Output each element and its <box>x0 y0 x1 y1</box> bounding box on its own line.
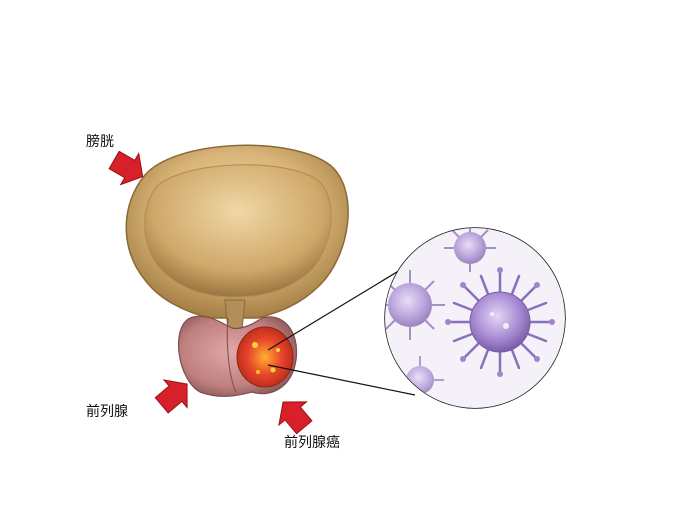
virus-cell-icon <box>445 267 555 377</box>
prostate-cancer-label: 前列腺癌 <box>284 435 340 451</box>
bladder-shape <box>125 144 349 331</box>
prostate-label: 前列腺 <box>86 404 128 420</box>
bladder-label: 膀胱 <box>86 134 114 150</box>
zoom-circle <box>384 227 566 409</box>
red-arrow-icon <box>154 379 188 414</box>
tumor-shape <box>236 326 294 388</box>
red-arrow-icon <box>278 401 313 435</box>
red-arrow-icon <box>108 150 144 186</box>
virus-cell-icon <box>444 228 496 272</box>
